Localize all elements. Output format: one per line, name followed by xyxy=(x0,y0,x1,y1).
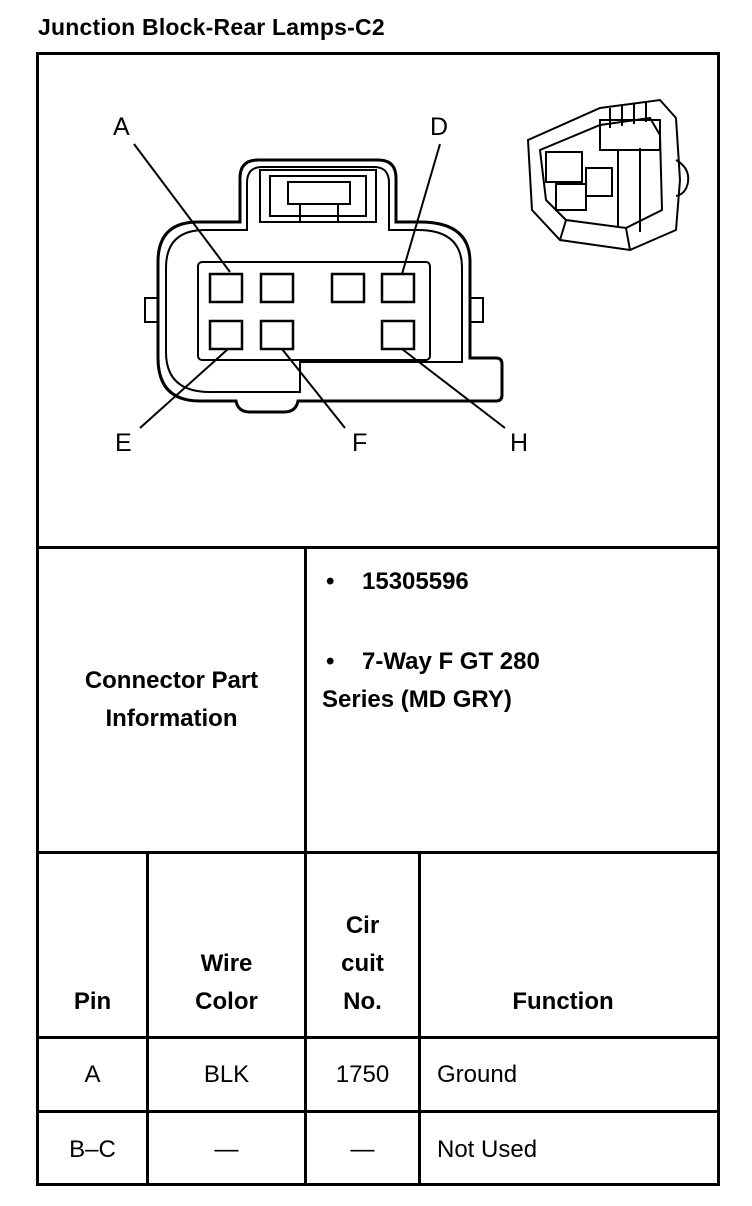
wire-color-cell: BLK xyxy=(203,1061,250,1088)
pin-label-e: E xyxy=(115,429,132,457)
connector-description-line1: 7-Way F GT 280 xyxy=(362,648,540,675)
divider xyxy=(36,1110,720,1113)
pin-label-a: A xyxy=(113,113,130,141)
divider xyxy=(146,851,149,1186)
bullet-icon: • xyxy=(326,568,335,595)
part-number: 15305596 xyxy=(362,568,469,595)
circuit-cell: 1750 xyxy=(335,1061,390,1088)
page-title: Junction Block-Rear Lamps-C2 xyxy=(38,14,385,40)
connector-info-label-line2: Information xyxy=(105,705,238,732)
divider xyxy=(418,851,421,1186)
divider xyxy=(36,851,720,854)
pin-cell: B–C xyxy=(69,1136,116,1163)
pin-cavities xyxy=(208,272,416,351)
connector-info-label: Connector Part Information xyxy=(39,662,304,738)
circuit-cell: — xyxy=(350,1136,375,1163)
header-pin: Pin xyxy=(73,988,112,1015)
header-wire-color-line1: Wire xyxy=(200,950,253,977)
pin-label-h: H xyxy=(510,429,528,457)
connector-description-line2: Series (MD GRY) xyxy=(322,686,512,713)
pin-label-d: D xyxy=(430,113,448,141)
connector-diagram: A D E F H xyxy=(113,98,690,457)
header-circuit-line1: Cir xyxy=(345,912,380,939)
divider xyxy=(304,546,307,1186)
function-cell: Ground xyxy=(437,1061,518,1088)
pin-label-f: F xyxy=(352,429,367,457)
header-function: Function xyxy=(512,988,614,1015)
pin-cell: A xyxy=(84,1061,101,1088)
header-circuit-line3: No. xyxy=(343,988,382,1015)
connector-info-label-line1: Connector Part xyxy=(84,667,259,694)
bullet-icon: • xyxy=(326,648,335,675)
divider xyxy=(36,1036,720,1039)
connector-3d-view xyxy=(526,98,690,252)
header-wire-color-line2: Color xyxy=(195,988,258,1015)
leader-lines xyxy=(133,143,506,429)
wire-color-cell: — xyxy=(214,1136,239,1163)
header-wire-color: Wire Color xyxy=(149,945,304,1021)
connector-table-frame xyxy=(36,52,720,1186)
divider xyxy=(36,546,720,549)
function-cell: Not Used xyxy=(437,1136,538,1163)
header-circuit-line2: cuit xyxy=(341,950,384,977)
connector-face xyxy=(144,158,504,414)
header-circuit-number: Cir cuit No. xyxy=(307,907,418,1021)
